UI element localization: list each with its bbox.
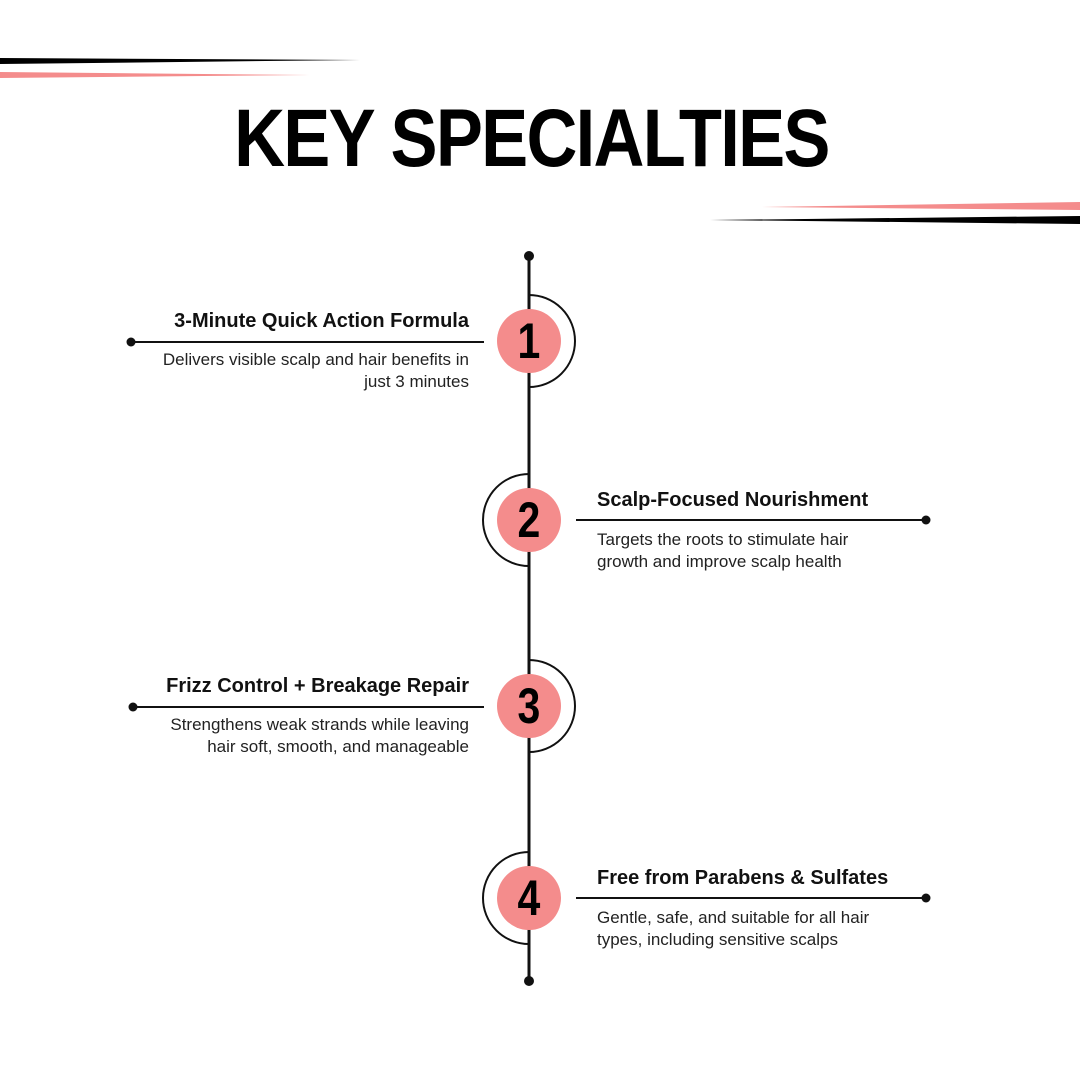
step-3-heading: Frizz Control + Breakage Repair [166, 675, 469, 697]
step-3-description: Strengthens weak strands while leaving h… [170, 715, 469, 756]
step-2-badge-bg [497, 488, 561, 552]
step-1-number: 1 [517, 313, 541, 369]
decorative-stroke-right [710, 202, 1080, 224]
step-1-connector-dot [126, 337, 136, 347]
step-1-arc [528, 294, 576, 388]
step-2-connector-dot [921, 515, 931, 525]
step-3-arc [528, 659, 576, 753]
step-1-heading: 3-Minute Quick Action Formula [174, 310, 469, 332]
step-2-heading: Scalp-Focused Nourishment [597, 489, 869, 511]
decorative-stroke-top-left [0, 58, 360, 78]
step-2-description: Targets the roots to stimulate hair grow… [597, 530, 849, 571]
step-4-connector-dot [921, 893, 931, 903]
step-4-number: 4 [517, 870, 541, 926]
step-1-description: Delivers visible scalp and hair benefits… [162, 350, 469, 391]
step-4-description: Gentle, safe, and suitable for all hair … [597, 908, 870, 949]
step-4-badge-bg [497, 866, 561, 930]
timeline-end-dot [524, 976, 534, 986]
step-4-heading: Free from Parabens & Sulfates [597, 867, 889, 889]
step-2-arc [482, 473, 530, 567]
step-4-arc [482, 851, 530, 945]
step-3-number: 3 [517, 678, 541, 734]
step-3-connector-dot [128, 702, 138, 712]
step-3-badge-bg [497, 674, 561, 738]
timeline-start-dot [524, 251, 534, 261]
page-title: KEY SPECIALTIES [234, 93, 830, 184]
step-2-number: 2 [517, 492, 541, 548]
step-1-badge-bg [497, 309, 561, 373]
